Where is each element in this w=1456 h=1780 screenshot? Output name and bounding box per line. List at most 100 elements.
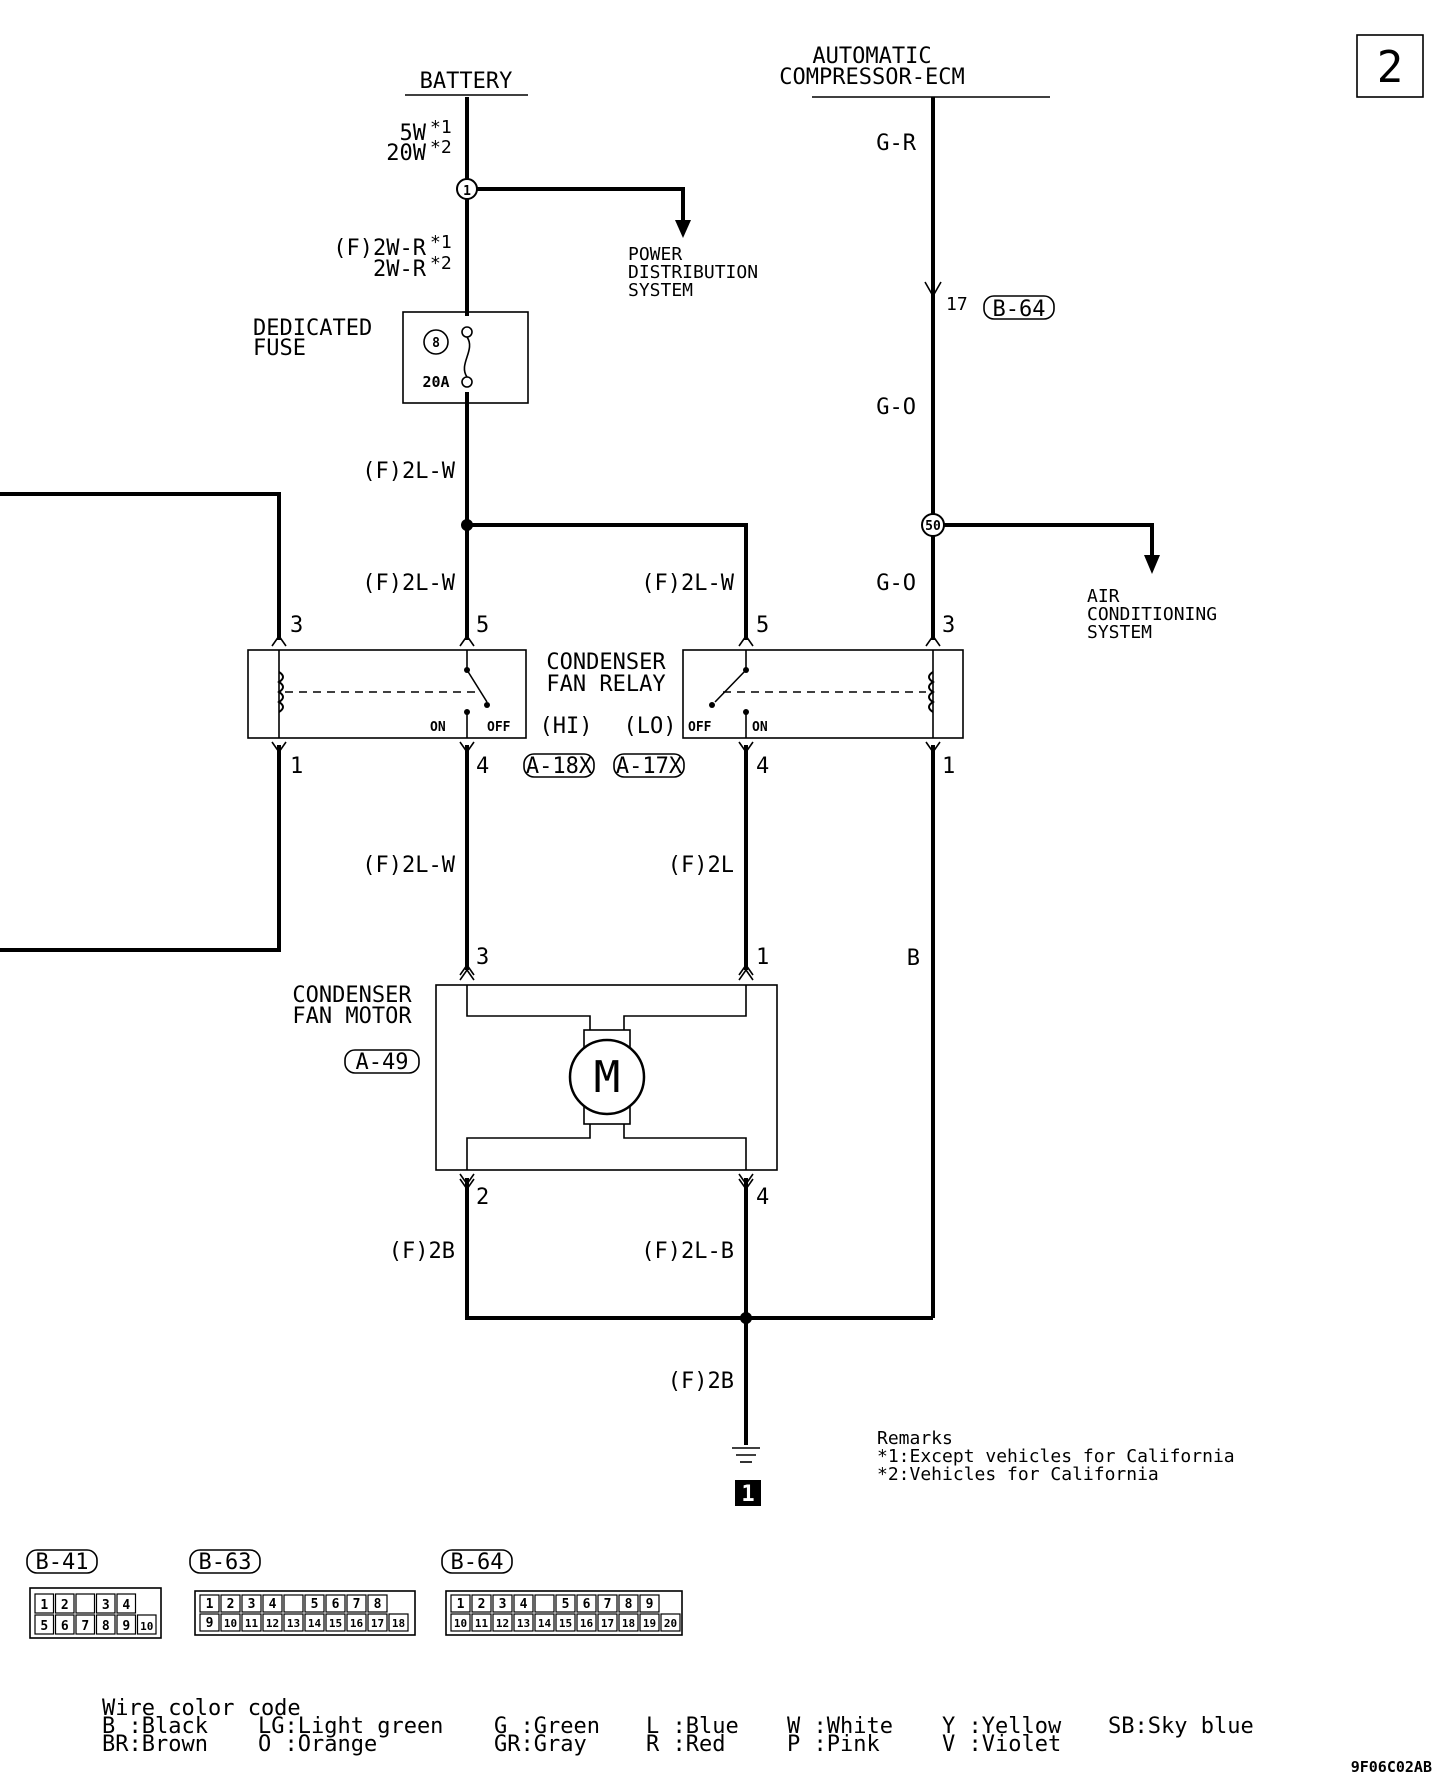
connector-a49-callout [344,1049,420,1074]
color-code-lg: LG:Light green [258,1714,443,1739]
connector-pin-cell [346,1594,367,1613]
junction-1 [456,178,478,200]
connector-a18x-callout [523,753,595,778]
connector-pin-cell [534,1613,555,1632]
connector-a17x-callout [613,753,685,778]
wire-go-label-b: G-O [876,571,916,596]
connector-pin-cell [75,1614,96,1635]
connector-pin-number: 2 [61,1598,69,1613]
connector-pin-number: 18 [622,1617,635,1630]
connector-pin-cell [325,1594,346,1613]
footnote-star1-a: *1 [430,117,452,138]
connector-pin-number: 17 [601,1617,614,1630]
connector-pin-cell [241,1594,262,1613]
relay-label-line1: CONDENSER [546,650,666,675]
relay-label-line2: FAN RELAY [546,672,665,697]
connector-pin-cell [639,1594,660,1613]
wire-5w-label: 5W [400,121,427,146]
power-dist-line3: SYSTEM [628,280,693,301]
connector-pin-number: 10 [454,1617,467,1630]
connector-pin-cell [513,1613,534,1632]
connector-pin-number: 3 [248,1597,256,1612]
connector-pin-cell [199,1613,220,1632]
fuse-terminal-top [461,326,473,338]
remarks-line2: *2:Vehicles for California [877,1464,1159,1485]
connector-pin-number: 11 [245,1617,259,1630]
connector-pin-cell [34,1593,55,1614]
relay-lo-off: OFF [688,720,712,735]
connector-b41-label: B-41 [36,1550,89,1575]
connector-pin-number: 2 [478,1597,486,1612]
wire-power-distribution [467,187,685,222]
connector-pin-cell [262,1613,283,1632]
connector-pin-cell [116,1614,137,1635]
connector-pin-number: 13 [287,1617,300,1630]
relay-pin-1a: 1 [290,754,303,779]
relay-hi-switch [466,669,488,703]
connector-pin-cell [346,1613,367,1632]
connector-pin-cell [304,1613,325,1632]
wire-left-loop-bottom [0,745,281,952]
fuse-terminal-bottom [461,376,473,388]
connector-pin-cell [450,1594,471,1613]
connector-pin-number: 8 [102,1619,110,1634]
wire-f2lw-label-c: (F)2L-W [641,571,734,596]
remarks-line1: *1:Except vehicles for California [877,1446,1235,1467]
color-code-g: G :Green [494,1714,600,1739]
connector-b64-callout-label: B-64 [993,297,1046,322]
connector-pin-number: 19 [643,1617,656,1630]
color-code-r: R :Red [646,1732,725,1757]
connector-pin-cell [555,1613,576,1632]
splice-dot-ground [740,1312,752,1324]
relay-pin-4b: 4 [756,754,769,779]
connector-pin-cell [136,1614,157,1635]
connector-pin-cell [304,1594,325,1613]
connector-pin-cell [220,1613,241,1632]
connector-pin-number: 8 [625,1597,633,1612]
ac-system-line2: CONDITIONING [1087,604,1217,625]
connector-pin-cell [618,1594,639,1613]
connector-pin-number: 5 [311,1597,319,1612]
connector-pin-cell [534,1594,555,1613]
condenser-fan-relay-lo [682,649,964,739]
color-code-v: V :Violet [942,1732,1061,1757]
connector-b63-label: B-63 [199,1550,252,1575]
arrow-ac-system [1144,555,1160,574]
connector-pin-cell [54,1593,75,1614]
wire-left-loop-top [0,492,281,640]
page-number-box [1356,34,1424,98]
connector-pin-cell [660,1613,681,1632]
connector-pin-number: 5 [40,1619,48,1634]
condenser-fan-motor-box [435,984,778,1171]
connector-pin-cell [513,1594,534,1613]
connector-pin-number: 20 [664,1617,677,1630]
relay-lo-label: (LO) [624,714,677,739]
connector-pin-number: 9 [646,1597,654,1612]
connector-b64-label: B-64 [451,1550,504,1575]
connector-pin-number: 17 [371,1617,384,1630]
ac-system-line1: AIR [1087,586,1120,607]
connector-pin-cell [450,1613,471,1632]
connector-pin-cell [388,1613,409,1632]
relay-hi-coil [277,671,284,713]
connector-b64-callout [983,295,1055,320]
color-code-l: L :Blue [646,1714,739,1739]
junction-50-number: 50 [925,519,941,534]
connector-pin-number: 2 [227,1597,235,1612]
motor-label-line1: CONDENSER [292,983,412,1008]
wire-motor-pin2-to-ground [465,1178,933,1320]
connector-pin-number: 9 [122,1619,130,1634]
wire-2wr-label: 2W-R [373,257,427,282]
battery-label: BATTERY [420,69,513,94]
connector-a18x: A-18X [526,754,593,779]
connector-pin-cell [597,1594,618,1613]
relay-lo-on: ON [752,720,768,735]
color-code-sb: SB:Sky blue [1108,1714,1254,1739]
document-code: 9F06C02AB [1351,1758,1432,1776]
motor-label-line2: FAN MOTOR [292,1004,412,1029]
footnote-star2-b: *2 [430,253,452,274]
splice-dot [461,519,473,531]
connector-a49: A-49 [356,1050,409,1075]
relay-pin-3b: 3 [942,613,955,638]
